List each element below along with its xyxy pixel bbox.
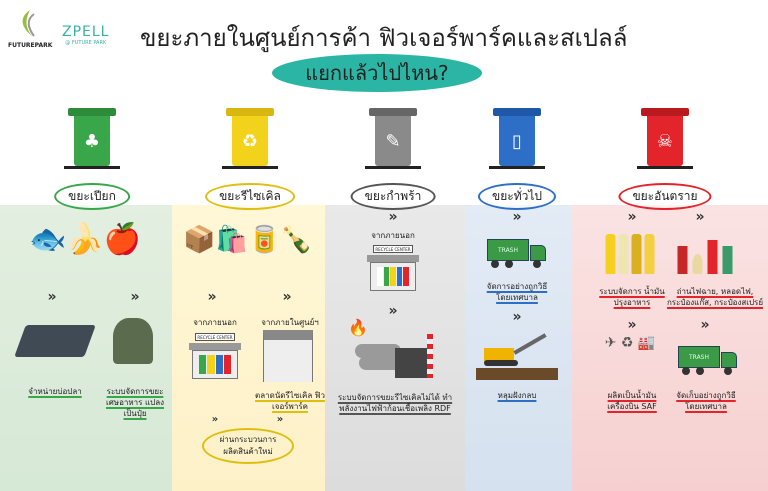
compost-bag-illustration xyxy=(113,318,153,364)
recycle-source-external: จากภายนอก xyxy=(193,318,237,327)
red-bin: ☠ xyxy=(637,108,693,170)
fish-pond-illustration xyxy=(14,325,96,357)
recycle-final-oval: ผ่านกระบวนการ ผลิตสินค้าใหม่ xyxy=(202,428,294,464)
arrow-down-icon: » xyxy=(627,209,637,225)
arrow-down-icon: » xyxy=(627,317,637,333)
truck-label: TRASH xyxy=(487,239,529,261)
hazard-column-bg xyxy=(572,205,768,491)
general-waste-icon: ▯ xyxy=(499,116,535,166)
hazard-cooking-oil: ระบบจัดการ น้ำมันปรุงอาหาร xyxy=(599,287,665,307)
zpell-logo-sub: @ FUTURE PARK xyxy=(65,40,107,46)
hazard-collection-output: จัดเก็บอย่างถูกวิธี โดยเทศบาล xyxy=(676,391,736,411)
hazard-trash-truck-illustration: TRASH xyxy=(678,342,738,376)
blue-bin: ▯ xyxy=(489,108,545,170)
zpell-logo-text: ZPELL xyxy=(62,24,110,40)
page-title: ขยะภายในศูนย์การค้า ฟิวเจอร์พาร์คและสเปล… xyxy=(140,24,628,52)
fire-icon: 🔥 xyxy=(348,318,368,337)
arrow-down-icon: » xyxy=(130,289,140,305)
recycle-center-illustration: RECYCLE CENTER xyxy=(189,333,241,379)
yellow-bin: ♻ xyxy=(222,108,278,170)
wet-output-compost: ระบบจัดการขยะเศษอาหาร แปลงเป็นปุ๋ย xyxy=(105,387,165,418)
saf-fuel-illustration: ✈ ♻ 🏭 xyxy=(604,335,656,351)
excavator-landfill-illustration xyxy=(476,330,558,380)
hazard-saf-output: ผลิตเป็นน้ำมัน เครื่องบิน SAF xyxy=(607,391,657,411)
recycle-center-sign: RECYCLE CENTER xyxy=(373,245,413,253)
cooking-oil-bottles-illustration xyxy=(605,234,655,274)
label-orphan: ขยะกำพร้า xyxy=(350,183,436,210)
arrow-down-icon: » xyxy=(47,289,57,305)
recycle-source-internal: จากภายในศูนย์ฯ xyxy=(261,318,319,327)
futurepark-logo: FUTUREPARK xyxy=(8,8,53,49)
trash-truck-illustration: TRASH xyxy=(487,235,547,269)
recycle-market-label: ตลาดนัดรีไซเคิล ฟิวเจอร์พาร์ค xyxy=(255,391,325,411)
recycle-market-illustration xyxy=(263,330,313,382)
wet-output-fish-pond: จำหน่ายบ่อปลา xyxy=(28,387,82,396)
arrow-down-icon: » xyxy=(207,289,217,305)
arrow-down-icon: » xyxy=(388,209,398,225)
batteries-bulbs-cans-illustration xyxy=(677,240,733,274)
general-step: จัดการอย่างถูกวิธี โดยเทศบาล xyxy=(486,282,548,302)
general-output: หลุมฝังกลบ xyxy=(497,391,537,400)
rdf-factory-illustration xyxy=(355,330,435,378)
recyclables-illustration: 📦🛍️🥫🍾 xyxy=(183,225,313,255)
arrow-down-icon: » xyxy=(211,414,219,425)
label-hazard: ขยะอันตราย xyxy=(618,183,712,210)
label-general: ขยะทั่วไป xyxy=(478,183,556,210)
arrow-down-icon: » xyxy=(388,303,398,319)
label-wet: ขยะเปียก xyxy=(54,183,130,210)
orphan-source: จากภายนอก xyxy=(371,231,415,240)
arrow-down-icon: » xyxy=(512,309,522,325)
arrow-down-icon: » xyxy=(276,414,284,425)
arrow-down-icon: » xyxy=(695,209,705,225)
orphan-output: ระบบจัดการขยะรีไซเคิลไม่ได้ ทำพลังงานไฟฟ… xyxy=(337,393,453,413)
arrow-down-icon: » xyxy=(512,209,522,225)
recycle-center-sign: RECYCLE CENTER xyxy=(195,333,235,341)
orphan-recycle-center-illustration: RECYCLE CENTER xyxy=(367,245,419,291)
futurepark-leaf-icon xyxy=(22,10,35,37)
green-bin: ♣ xyxy=(64,108,120,170)
food-scraps-illustration: 🐟🍌🍎 xyxy=(28,222,142,257)
label-recycle: ขยะรีไซเคิล xyxy=(205,183,295,210)
orphan-waste-icon: ✎ xyxy=(375,116,411,166)
truck-label: TRASH xyxy=(678,346,720,368)
recycle-icon: ♻ xyxy=(232,116,268,166)
gray-bin: ✎ xyxy=(365,108,421,170)
arrow-down-icon: » xyxy=(282,289,292,305)
subtitle-badge: แยกแล้วไปไหน? xyxy=(272,54,482,92)
skull-icon: ☠ xyxy=(647,116,683,166)
hazard-batteries: ถ่านไฟฉาย, หลอดไฟ, กระป๋องแก๊ส, กระป๋องส… xyxy=(666,287,764,307)
food-waste-icon: ♣ xyxy=(74,116,110,166)
futurepark-logo-text: FUTUREPARK xyxy=(8,42,53,49)
arrow-down-icon: » xyxy=(700,317,710,333)
zpell-logo: ZPELL @ FUTURE PARK xyxy=(62,24,109,46)
